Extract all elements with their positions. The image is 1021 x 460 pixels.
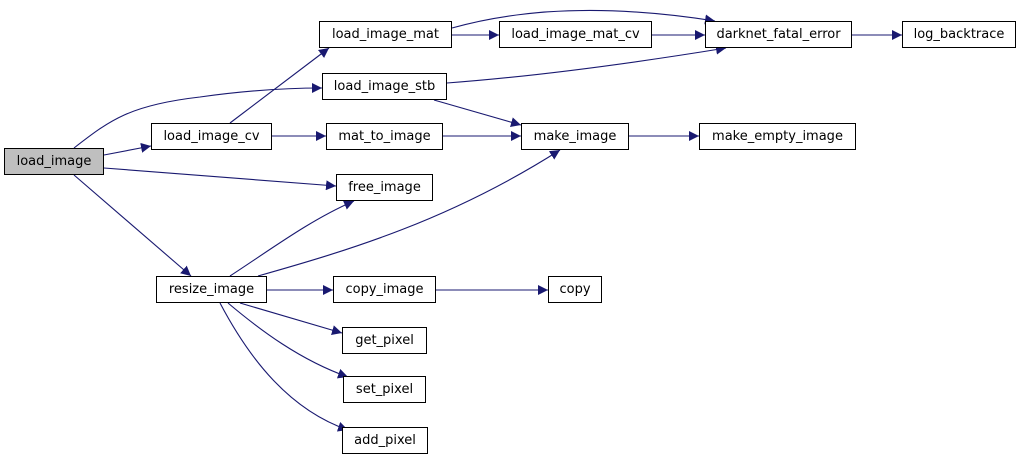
edge-load-image-stb-to-make-image	[433, 99, 522, 128]
node-load-image-stb[interactable]: load_image_stb	[322, 73, 447, 100]
node-load-image-mat-cv[interactable]: load_image_mat_cv	[499, 21, 652, 48]
node-load-image[interactable]: load_image	[4, 148, 104, 175]
edge-load-image-to-resize-image	[73, 174, 192, 277]
edge-load-image-cv-to-load-image-mat	[229, 47, 330, 124]
node-resize-image[interactable]: resize_image	[156, 276, 267, 303]
node-get-pixel[interactable]: get_pixel	[342, 327, 427, 354]
node-make-image[interactable]: make_image	[521, 123, 629, 150]
edge-resize-image-to-add-pixel	[219, 302, 349, 432]
node-log-backtrace[interactable]: log_backtrace	[902, 21, 1016, 48]
node-add-pixel[interactable]: add_pixel	[342, 427, 428, 454]
edge-load-image-to-load-image-cv	[103, 142, 152, 156]
edge-load-image-mat-to-darknet-fatal-error	[451, 9, 716, 29]
edge-load-image-stb-to-darknet-fatal-error	[446, 44, 727, 84]
node-load-image-mat[interactable]: load_image_mat	[319, 21, 452, 48]
edge-load-image-to-load-image-stb	[73, 83, 323, 149]
node-load-image-cv[interactable]: load_image_cv	[151, 123, 272, 150]
node-copy[interactable]: copy	[548, 276, 602, 303]
edge-resize-image-to-make-image	[257, 149, 561, 277]
node-free-image[interactable]: free_image	[336, 174, 433, 201]
node-copy-image[interactable]: copy_image	[333, 276, 436, 303]
edge-resize-image-to-get-pixel	[239, 302, 343, 335]
node-mat-to-image[interactable]: mat_to_image	[326, 123, 443, 150]
edge-resize-image-to-set-pixel	[227, 302, 349, 379]
node-darknet-fatal-error[interactable]: darknet_fatal_error	[705, 21, 852, 48]
node-set-pixel[interactable]: set_pixel	[343, 376, 426, 403]
edge-load-image-to-free-image	[103, 167, 337, 191]
node-make-empty-image[interactable]: make_empty_image	[699, 123, 856, 150]
edge-resize-image-to-free-image	[229, 200, 355, 277]
